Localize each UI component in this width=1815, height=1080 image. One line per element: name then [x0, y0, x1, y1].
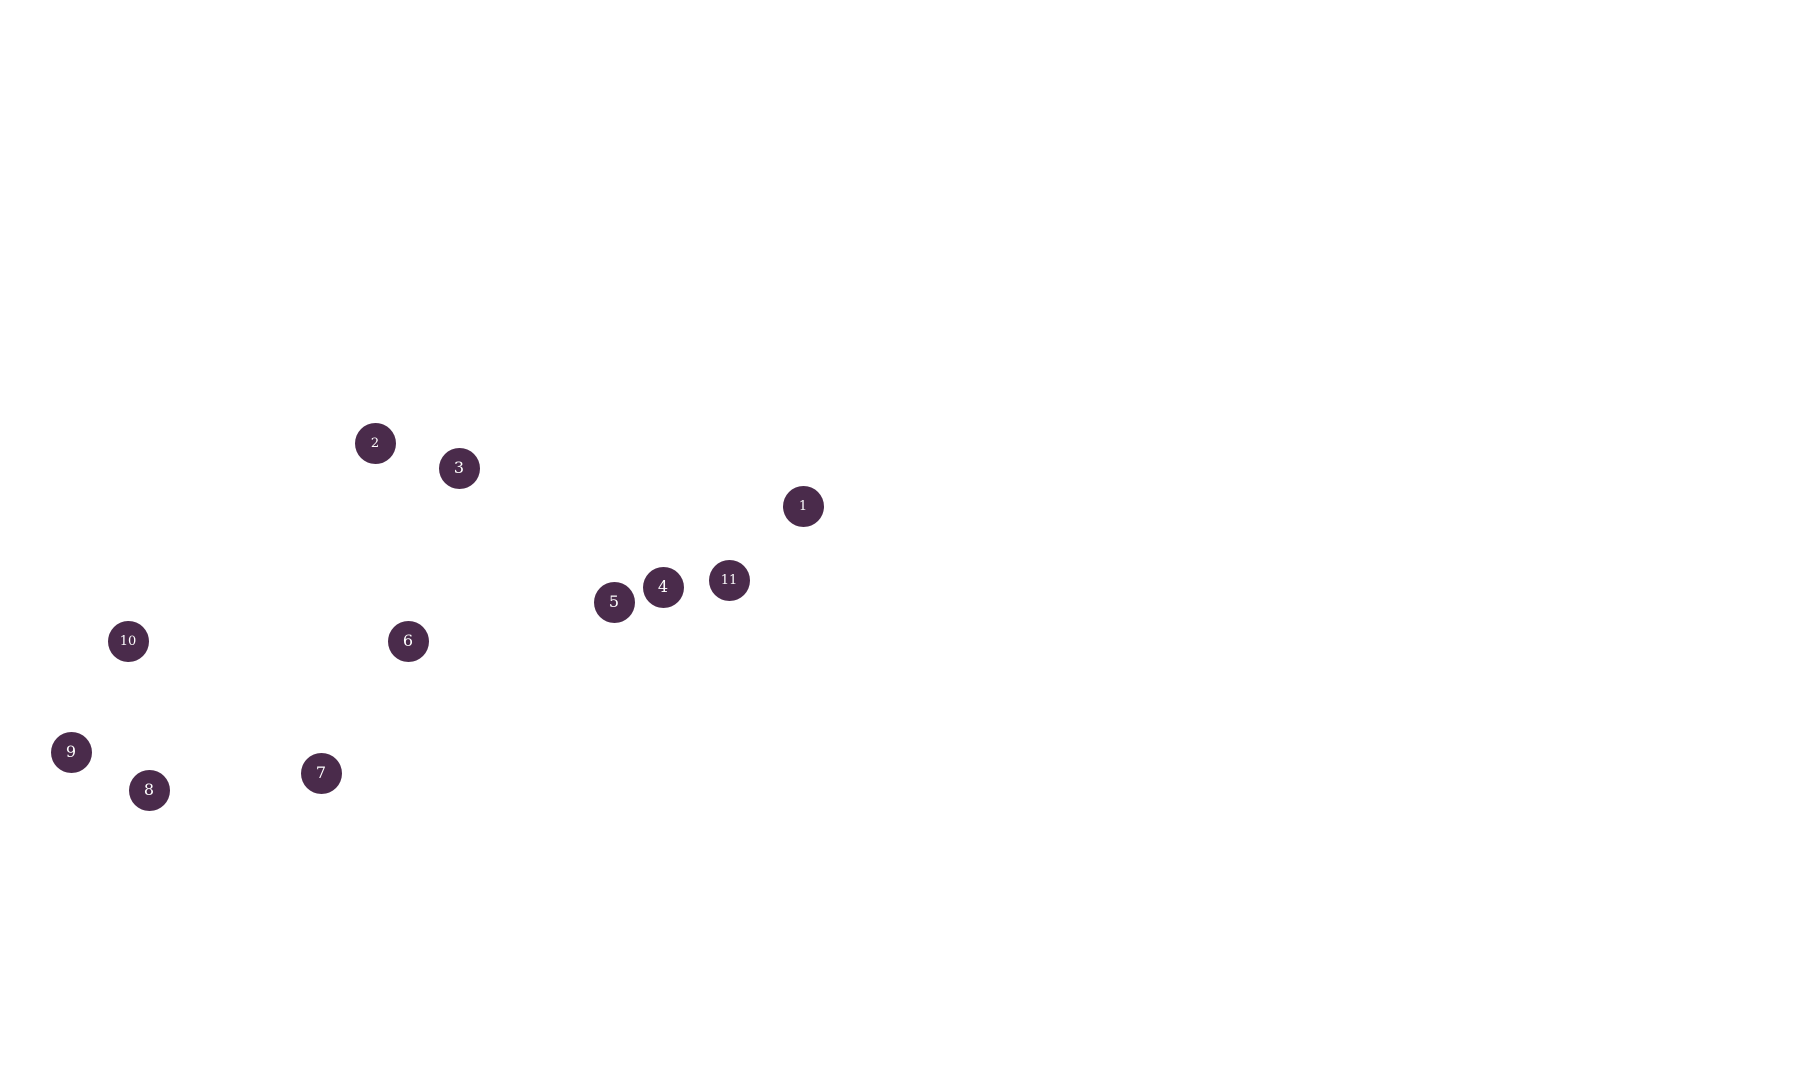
map-marker-9[interactable]: 9 — [50, 731, 92, 773]
marker-label: 8 — [143, 780, 155, 799]
marker-label: 6 — [402, 631, 414, 650]
marker-label: 9 — [65, 742, 77, 761]
map-marker-6[interactable]: 6 — [387, 620, 429, 662]
map-marker-11[interactable]: 11 — [708, 559, 750, 601]
marker-label: 3 — [453, 458, 465, 477]
marker-label: 7 — [315, 763, 327, 782]
marker-label: 4 — [657, 577, 669, 596]
marker-label: 2 — [370, 435, 380, 451]
marker-label: 11 — [720, 572, 738, 588]
map-marker-4[interactable]: 4 — [642, 566, 684, 608]
map-marker-2[interactable]: 2 — [354, 422, 396, 464]
map-marker-8[interactable]: 8 — [128, 769, 170, 811]
map-marker-7[interactable]: 7 — [300, 752, 342, 794]
map-marker-3[interactable]: 3 — [438, 447, 480, 489]
map-marker-10[interactable]: 10 — [107, 620, 149, 662]
marker-label: 10 — [119, 633, 137, 649]
marker-label: 5 — [608, 592, 620, 611]
map-marker-5[interactable]: 5 — [593, 581, 635, 623]
marker-label: 1 — [798, 498, 808, 514]
map-marker-1[interactable]: 1 — [782, 485, 824, 527]
